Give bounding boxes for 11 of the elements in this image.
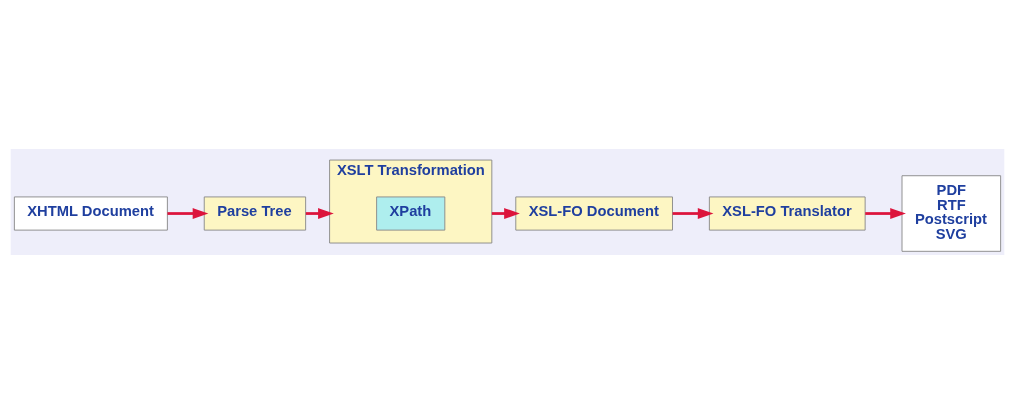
node-box: XHTML Document <box>13 195 168 231</box>
arrow <box>865 207 906 219</box>
node-box: XSL-FO Translator <box>708 195 866 231</box>
arrow <box>305 207 334 219</box>
arrow <box>167 207 209 219</box>
arrow <box>672 207 714 219</box>
node-box: Parse Tree <box>203 195 307 231</box>
node-box: XSL-FO Document <box>515 195 673 231</box>
arrow <box>491 207 520 219</box>
node-box: XPath <box>376 195 446 231</box>
node-box: PDF RTF Postscript SVG <box>901 174 1002 252</box>
